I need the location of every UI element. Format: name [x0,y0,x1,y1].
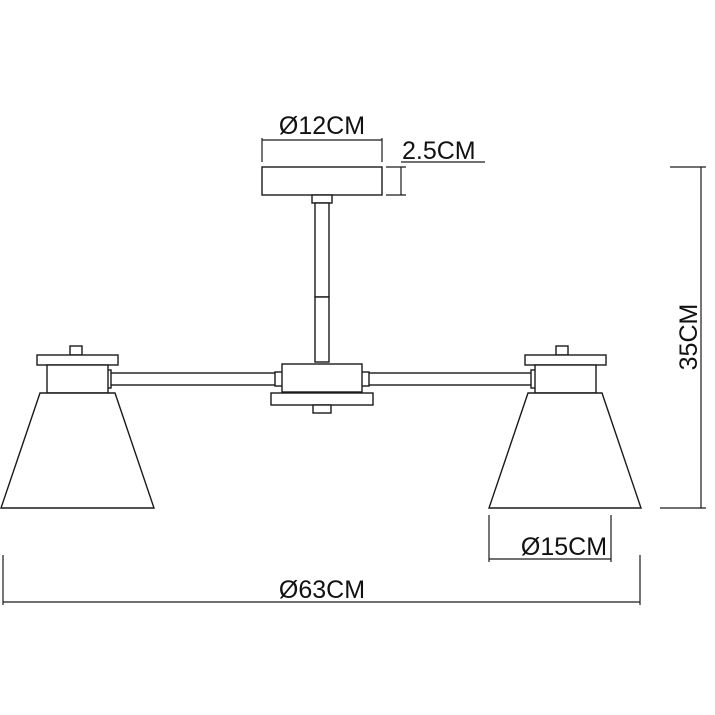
left-lamp-top-knob [69,345,83,356]
dimension-shade-diameter: Ø15CM [488,515,612,562]
right-arm [361,372,533,386]
horizontal-arms [104,369,538,389]
dimension-total-width: Ø63CM [2,555,641,605]
left-lamp-cap-plate [36,354,119,366]
right-lamp-socket [534,364,597,394]
left-lamp-shade [0,392,155,509]
right-lamp-shade [488,392,642,509]
total-width-label: Ø63CM [279,576,365,604]
canopy-plate [261,166,383,196]
dimension-canopy-height: 2.5CM [386,137,485,196]
center-hub [270,363,374,414]
right-lamp [488,345,642,509]
canopy-height-label: 2.5CM [402,137,476,165]
canopy-diameter-label: Ø12CM [279,112,365,140]
stem-lower-rod [314,296,330,363]
hub-bottom-knob [312,404,332,414]
left-lamp-socket [46,364,109,394]
central-stem [311,194,333,363]
hub-plate [270,392,374,406]
left-arm [109,372,283,386]
right-lamp-top-knob [555,345,569,356]
left-lamp [0,345,155,509]
right-lamp-cap-plate [524,354,607,366]
stem-upper-rod [314,202,330,298]
stem-top-collar [311,194,333,204]
dimension-total-height: 35CM [660,166,706,509]
hub-block [281,363,363,393]
shade-diameter-label: Ø15CM [521,533,607,561]
dimension-canopy-diameter: Ø12CM [261,112,383,162]
total-height-label: 35CM [675,304,703,371]
ceiling-canopy [261,166,383,196]
